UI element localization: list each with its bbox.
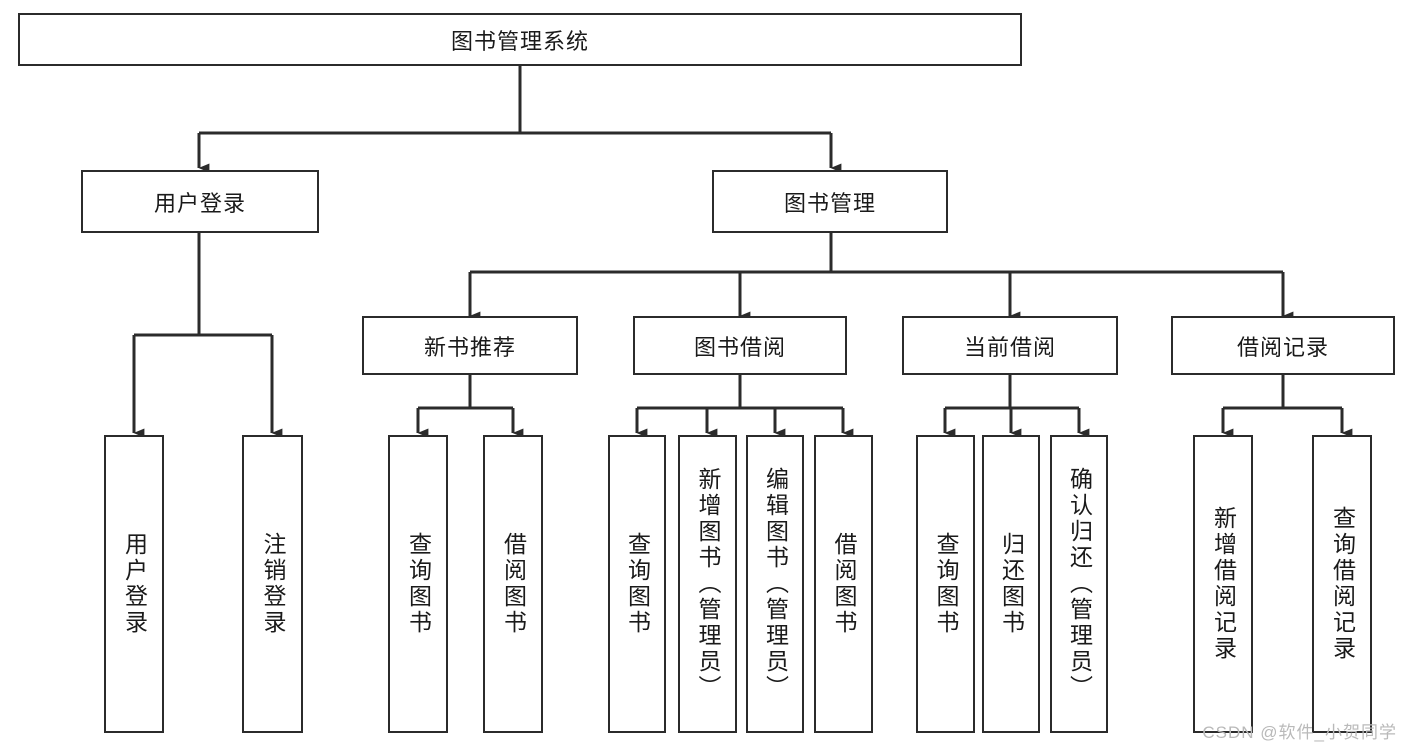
- node-current-borrow[interactable]: 当前借阅: [902, 316, 1118, 375]
- node-leaf-borrow-book-2[interactable]: 借阅图书: [814, 435, 873, 733]
- node-borrow-record[interactable]: 借阅记录: [1171, 316, 1395, 375]
- node-leaf-query-book-1[interactable]: 查询图书: [388, 435, 448, 733]
- node-leaf-query-book-3[interactable]: 查询图书: [916, 435, 975, 733]
- node-book-borrow[interactable]: 图书借阅: [633, 316, 847, 375]
- node-user-login[interactable]: 用户登录: [81, 170, 319, 233]
- node-new-book-rec-label: 新书推荐: [423, 334, 516, 360]
- watermark: CSDN @软件_小贺同学: [1202, 723, 1397, 742]
- node-root-label: 图书管理系统: [450, 28, 589, 54]
- node-new-book-rec[interactable]: 新书推荐: [362, 316, 578, 375]
- node-leaf-query-book-1-label: 查询图书: [405, 532, 432, 636]
- node-leaf-borrow-book-1[interactable]: 借阅图书: [483, 435, 543, 733]
- node-user-login-label: 用户登录: [153, 190, 246, 216]
- node-leaf-query-record[interactable]: 查询借阅记录: [1312, 435, 1372, 733]
- node-leaf-add-book-label: 新增图书（管理员）: [695, 467, 721, 701]
- node-current-borrow-label: 当前借阅: [963, 334, 1056, 360]
- node-leaf-query-book-2-label: 查询图书: [624, 532, 651, 636]
- node-leaf-borrow-book-1-label: 借阅图书: [500, 532, 527, 636]
- node-leaf-borrow-book-2-label: 借阅图书: [831, 532, 857, 636]
- node-leaf-query-record-label: 查询借阅记录: [1329, 506, 1356, 662]
- node-root[interactable]: 图书管理系统: [18, 13, 1022, 66]
- node-leaf-query-book-2[interactable]: 查询图书: [608, 435, 666, 733]
- node-leaf-user-login[interactable]: 用户登录: [104, 435, 164, 733]
- node-book-manage[interactable]: 图书管理: [712, 170, 948, 233]
- node-leaf-add-record-label: 新增借阅记录: [1210, 506, 1237, 662]
- node-leaf-add-book[interactable]: 新增图书（管理员）: [678, 435, 737, 733]
- node-book-borrow-label: 图书借阅: [693, 334, 786, 360]
- node-leaf-query-book-3-label: 查询图书: [933, 532, 959, 636]
- node-leaf-return-book[interactable]: 归还图书: [982, 435, 1040, 733]
- node-leaf-confirm-return[interactable]: 确认归还（管理员）: [1050, 435, 1108, 733]
- node-leaf-user-logout[interactable]: 注销登录: [242, 435, 303, 733]
- node-leaf-edit-book-label: 编辑图书（管理员）: [762, 467, 789, 701]
- node-book-manage-label: 图书管理: [783, 190, 876, 216]
- node-leaf-confirm-return-label: 确认归还（管理员）: [1066, 467, 1093, 701]
- node-leaf-user-logout-label: 注销登录: [260, 532, 286, 636]
- node-borrow-record-label: 借阅记录: [1236, 334, 1329, 360]
- node-leaf-add-record[interactable]: 新增借阅记录: [1193, 435, 1253, 733]
- node-leaf-edit-book[interactable]: 编辑图书（管理员）: [746, 435, 804, 733]
- node-leaf-return-book-label: 归还图书: [998, 532, 1025, 636]
- node-leaf-user-login-label: 用户登录: [121, 532, 148, 636]
